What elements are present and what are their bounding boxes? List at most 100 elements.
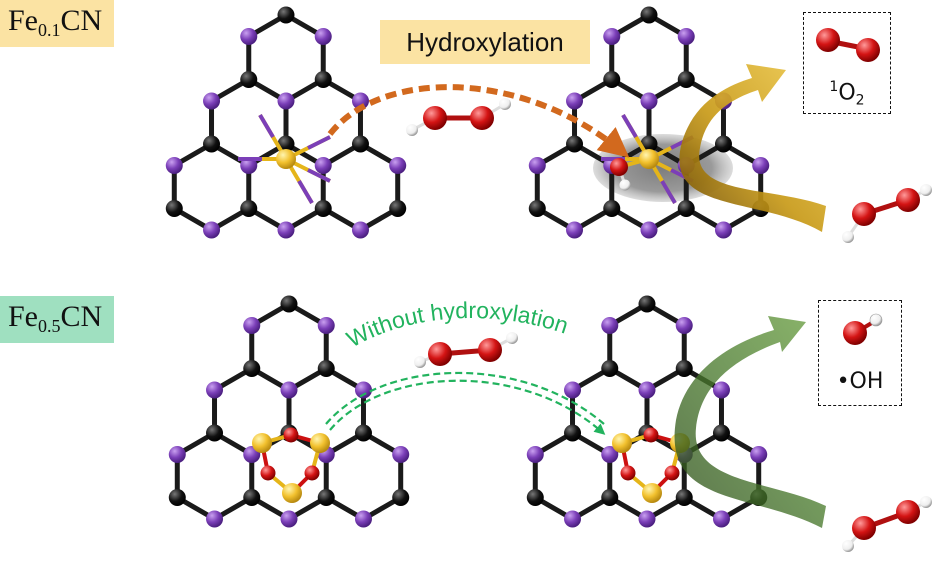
nitrogen-atom xyxy=(601,317,619,334)
iron-atom xyxy=(252,433,272,453)
nitrogen-atom xyxy=(314,28,332,45)
oxygen-atom xyxy=(620,465,636,481)
carbon-atom xyxy=(317,489,335,506)
lattice-atoms xyxy=(168,295,410,528)
oh-molecule-icon xyxy=(843,313,883,345)
iron-atom xyxy=(276,149,296,169)
no-hydroxylation-arrow-outer xyxy=(325,371,605,425)
oxygen-subscript: 2 xyxy=(855,92,865,109)
carbon-atom xyxy=(712,424,730,442)
carbon-atom xyxy=(277,6,295,24)
h2o2-molecule xyxy=(414,332,518,368)
hydroxylation-arrow xyxy=(327,84,630,158)
carbon-atom xyxy=(566,135,584,153)
fe-n-bond xyxy=(660,179,677,205)
oxygen-atom xyxy=(664,465,680,481)
iron-atom xyxy=(282,483,302,503)
oxygen-atom xyxy=(610,158,628,176)
lattice-bonds xyxy=(171,12,401,233)
lattice-atoms xyxy=(165,6,407,239)
carbon-atom xyxy=(528,200,546,217)
carbon-atom xyxy=(603,200,621,217)
hydroxylation-label: Hydroxylation xyxy=(380,20,590,64)
nitrogen-atom xyxy=(392,446,410,463)
nitrogen-atom xyxy=(638,510,656,528)
h2o2-molecule xyxy=(842,184,932,243)
fe05cn-label: Fe0.5CN xyxy=(0,296,115,343)
no-hydroxylation-arrow-inner xyxy=(329,379,606,435)
molecules xyxy=(406,98,932,552)
oxygen-atom xyxy=(260,465,276,481)
carbon-atom xyxy=(603,71,621,88)
fe-n-bond xyxy=(258,113,275,139)
iron-atom xyxy=(642,483,662,503)
carbon-atom xyxy=(314,200,332,217)
hydrogen-atom xyxy=(506,332,518,344)
without-hydroxylation-label: Without hydroxylation xyxy=(342,297,571,352)
singlet-oxygen-text: 1O2 xyxy=(804,79,890,109)
carbon-atom xyxy=(714,135,732,153)
nitrogen-atom xyxy=(206,381,224,399)
carbon-atom xyxy=(240,71,258,88)
carbon-atom xyxy=(280,295,298,313)
carbon-atom xyxy=(168,489,186,506)
nitrogen-atom xyxy=(564,381,582,399)
nitrogen-atom xyxy=(277,221,295,239)
carbon-atom xyxy=(317,360,335,377)
hydroxyl-radical-text: •OH xyxy=(836,369,884,394)
nitrogen-atom xyxy=(280,381,298,399)
fe01cn-prefix: Fe xyxy=(8,4,38,37)
fe-n-bond xyxy=(307,135,331,150)
carbon-atom xyxy=(526,489,544,506)
nitrogen-atom xyxy=(564,510,582,528)
h2o2-molecule xyxy=(842,496,932,552)
nitrogen-atom xyxy=(640,92,658,110)
fe01cn-subscript: 0.1 xyxy=(38,20,61,40)
nitrogen-atom xyxy=(640,221,658,239)
fe-n-bond xyxy=(307,168,331,183)
nitrogen-atom xyxy=(240,28,258,45)
nitrogen-atom xyxy=(528,157,546,174)
iron-atom xyxy=(310,433,330,453)
oxygen-atom xyxy=(478,338,502,362)
carbon-atom xyxy=(314,71,332,88)
nitrogen-atom xyxy=(601,446,619,463)
oxygen-atom xyxy=(896,500,920,524)
lattice-bottom-left xyxy=(168,295,410,528)
nitrogen-atom xyxy=(317,317,335,334)
oxygen-symbol: O xyxy=(838,80,856,106)
iron-atom xyxy=(639,149,659,169)
carbon-atom xyxy=(675,360,693,377)
oxygen-atom xyxy=(428,342,452,366)
nitrogen-atom xyxy=(638,381,656,399)
nitrogen-atom xyxy=(750,446,768,463)
nitrogen-atom xyxy=(240,157,258,174)
oxygen-atom xyxy=(283,427,299,443)
fe01cn-label: Fe0.1CN xyxy=(0,0,115,47)
fe-single-site xyxy=(238,113,331,205)
nitrogen-atom xyxy=(168,446,186,463)
carbon-atom xyxy=(203,135,221,153)
nitrogen-atom xyxy=(280,510,298,528)
carbon-atom xyxy=(165,200,183,217)
carbon-atom xyxy=(243,360,261,377)
fe-cluster-site xyxy=(612,427,690,503)
iron-atom xyxy=(612,433,632,453)
hydrogen-atom xyxy=(920,496,932,508)
nitrogen-atom xyxy=(566,92,584,110)
nitrogen-atom xyxy=(354,510,372,528)
hydrogen-atom xyxy=(406,124,418,136)
oxygen-atom xyxy=(896,188,920,212)
fe-cluster-site xyxy=(252,427,330,503)
oxygen-atom xyxy=(852,516,876,540)
hydrogen-atom xyxy=(842,231,854,243)
carbon-atom xyxy=(675,489,693,506)
hydroxyl-radical-product-box: •OH xyxy=(818,300,902,406)
carbon-atom xyxy=(240,200,258,217)
nitrogen-atom xyxy=(389,157,407,174)
fe05cn-suffix: CN xyxy=(60,300,103,333)
nitrogen-atom xyxy=(277,92,295,110)
nitrogen-atom xyxy=(603,28,621,45)
o2-molecule-icon xyxy=(816,28,880,62)
